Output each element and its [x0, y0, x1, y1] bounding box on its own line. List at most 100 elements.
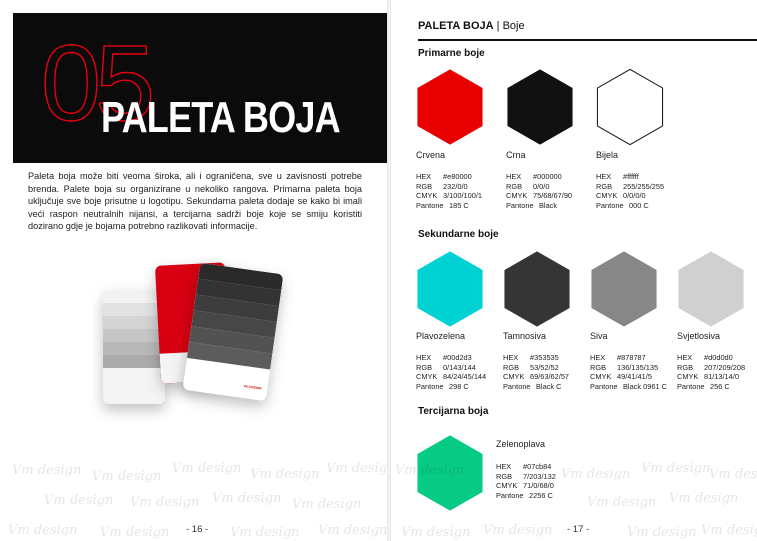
spec-label: Pantone [590, 381, 618, 391]
spec-value: #000000 [533, 172, 562, 181]
color-name: Plavozelena [416, 331, 466, 341]
right-page-number: - 17 - [567, 524, 590, 535]
color-name: Crna [506, 150, 526, 160]
spec-label: RGB [596, 181, 613, 191]
primary-colors-heading: Primarne boje [418, 48, 485, 59]
spec-label: HEX [496, 462, 512, 471]
chapter-number: 05 [40, 22, 156, 143]
spec-line-hex: HEX#ffffff [596, 172, 664, 182]
swatch-cards-mockup: Vm DESIGN [103, 262, 284, 407]
hexagon-swatch-bijela [596, 68, 664, 146]
spec-label: CMYK [590, 372, 612, 382]
spec-label: HEX [677, 353, 693, 362]
spec-line-pantone: Pantone Black 0961 C [590, 382, 667, 392]
spec-line-cmyk: CMYK 71/0/68/0 [496, 481, 556, 491]
spec-label: Pantone [503, 381, 531, 391]
spec-line-hex: HEX #00d2d3 [416, 353, 486, 363]
spec-line-pantone: Pantone 2256 C [496, 491, 556, 501]
spec-label: Pantone [496, 490, 524, 500]
spec-line-hex: HEX#000000 [506, 172, 572, 182]
running-header: PALETA BOJA | Boje [418, 20, 525, 32]
header-section: PALETA BOJA [418, 20, 494, 32]
spec-label: CMYK [596, 191, 618, 201]
intro-paragraph: Paleta boja može biti veoma široka, ali … [28, 171, 362, 232]
left-page: 05 PALETA BOJA Paleta boja može biti veo… [8, 13, 387, 540]
spec-label: RGB [416, 181, 433, 191]
spec-line-rgb: RGB 232/0/0 [416, 182, 482, 192]
spec-value: 75/68/67/90 [533, 191, 573, 201]
spec-value: 256 C [710, 381, 730, 391]
hexagon-swatch-plavozelena [417, 251, 483, 327]
spec-value: 2256 C [529, 490, 553, 500]
hexagon-swatch-tamnosiva [504, 251, 570, 327]
spec-value: #07cb84 [523, 462, 552, 471]
hexagon-swatch-zelenoplava [417, 435, 483, 511]
spec-label: HEX [416, 172, 432, 181]
spec-label: HEX [590, 353, 606, 362]
spec-value: 53/52/52 [530, 362, 559, 372]
spec-label: Pantone [506, 200, 534, 210]
spec-value: Black [539, 200, 558, 210]
color-name: Bijela [596, 150, 619, 160]
color-name: Svjetlosiva [677, 331, 721, 341]
left-page-number: - 16 - [186, 524, 209, 535]
chapter-title: PALETA BOJA [101, 93, 341, 142]
spec-value: #353535 [530, 353, 559, 362]
tertiary-color-heading: Tercijarna boja [418, 406, 489, 417]
spec-label: RGB [590, 362, 607, 372]
spec-value: Black C [536, 381, 562, 391]
spec-label: HEX [416, 353, 432, 362]
spec-line-hex: HEX #e80000 [416, 172, 482, 182]
spec-value: 232/0/0 [443, 181, 468, 191]
spec-value: #00d2d3 [443, 353, 472, 362]
spec-line-hex: HEX #07cb84 [496, 462, 556, 472]
spec-label: CMYK [416, 191, 438, 201]
spec-value: #e80000 [443, 172, 472, 181]
spec-line-cmyk: CMYK 75/68/67/90 [506, 191, 572, 201]
spec-value: 0/0/0 [533, 181, 550, 191]
spec-value: #d0d0d0 [704, 353, 733, 362]
spec-label: CMYK [416, 372, 438, 382]
spec-value: 000 C [629, 200, 649, 210]
secondary-colors-heading: Sekundarne boje [418, 229, 499, 240]
color-name: Zelenoplava [496, 439, 546, 449]
header-separator: | [493, 20, 503, 32]
right-page: PALETA BOJA | Boje Primarne boje Sekunda… [391, 0, 757, 541]
spec-label: RGB [503, 362, 520, 372]
spec-label: CMYK [496, 481, 518, 491]
chapter-hero-banner: 05 PALETA BOJA [13, 13, 387, 163]
hexagon-swatch-siva [591, 251, 657, 327]
hexagon-swatch-crna [507, 69, 573, 145]
spec-label: CMYK [503, 372, 525, 382]
spec-value: 0/143/144 [443, 362, 476, 372]
spec-value: #878787 [617, 353, 646, 362]
spec-line-cmyk: CMYK 49/41/41/5 [590, 372, 667, 382]
spec-value: Black 0961 C [623, 381, 667, 391]
dark-swatch-card: Vm DESIGN [182, 262, 284, 402]
book-gutter [387, 0, 391, 541]
spec-value: 71/0/68/0 [523, 481, 554, 491]
hexagon-swatch-svjetlosiva [678, 251, 744, 327]
spec-value: 7/203/132 [523, 471, 556, 481]
spec-value: 49/41/41/5 [617, 372, 652, 382]
header-subsection: Boje [502, 20, 525, 32]
spec-label: RGB [496, 471, 513, 481]
spec-label: CMYK [506, 191, 528, 201]
